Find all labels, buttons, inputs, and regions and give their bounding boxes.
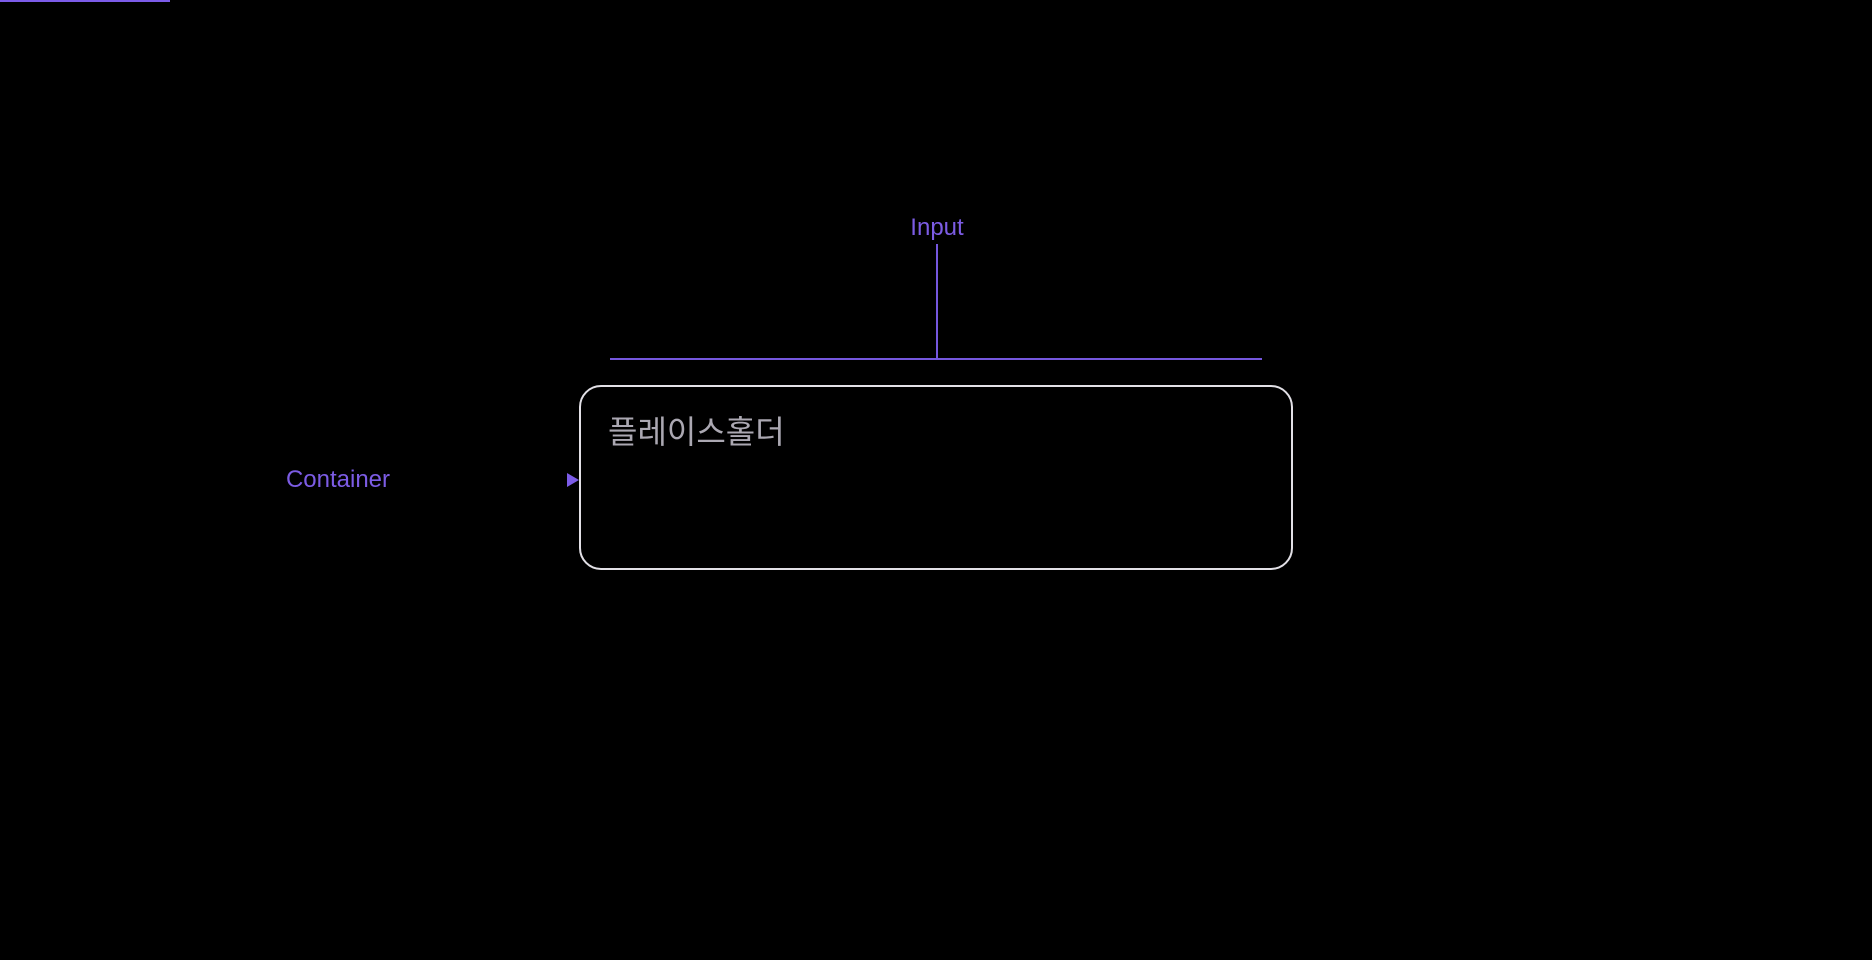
input-leader-vertical-line [936, 244, 938, 359]
input-placeholder-text: 플레이스홀더 [608, 414, 785, 450]
container-annotation-label: Container [285, 466, 390, 493]
input-measure-horizontal-line [610, 358, 1262, 360]
input-annotation-label: Input [910, 214, 964, 241]
container-arrow-line [0, 0, 170, 2]
container-arrow-head-icon [567, 473, 579, 487]
input-container[interactable]: 플레이스홀더 [579, 385, 1293, 570]
